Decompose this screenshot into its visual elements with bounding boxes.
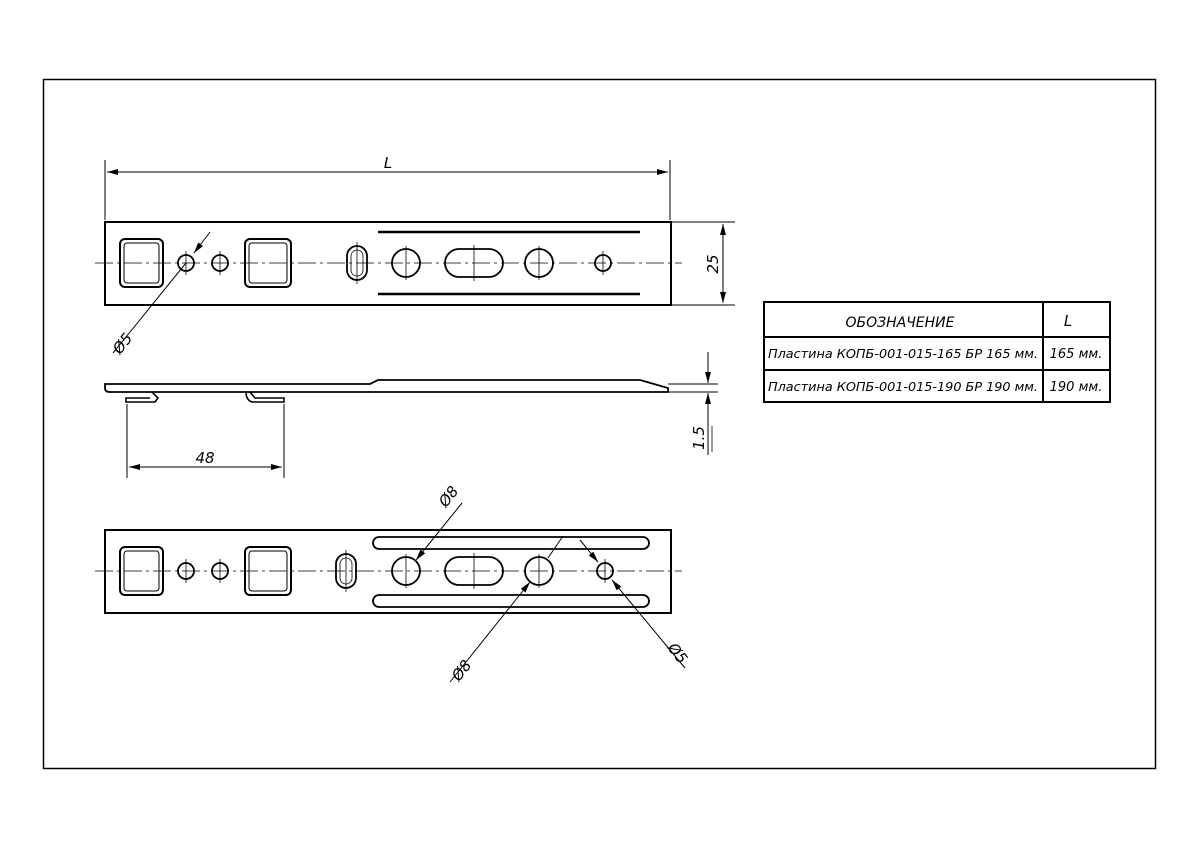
side-view: 48 1.5: [104, 352, 718, 478]
top-view: L Ø5: [95, 154, 735, 358]
table-row-length: 190 мм.: [1050, 380, 1103, 395]
table-header-length: L: [1064, 312, 1072, 330]
spec-table: ОБОЗНАЧЕНИЕ L Пластина КОПБ-001-015-165 …: [763, 301, 1111, 403]
hole-dim-label-top: Ø5: [108, 330, 136, 359]
thickness-label: 1.5: [690, 426, 708, 450]
bottom-view: Ø8 Ø8 Ø5: [95, 483, 691, 686]
hole-dim-label-lower: Ø8: [447, 657, 475, 686]
foot-spacing-label: 48: [195, 449, 214, 467]
table-row-designation: Пластина КОПБ-001-015-165 БР 165 мм.: [768, 347, 1038, 361]
hole-dim-label-upper: Ø8: [434, 483, 462, 512]
hole-dim-label-small: Ø5: [663, 639, 691, 668]
table-header-designation: ОБОЗНАЧЕНИЕ: [845, 315, 954, 331]
length-dim-label: L: [384, 154, 392, 172]
drawing-frame: [42, 78, 1157, 770]
table-row-designation: Пластина КОПБ-001-015-190 БР 190 мм.: [768, 380, 1038, 394]
table-row-length: 165 мм.: [1050, 347, 1103, 362]
width-dim-label: 25: [704, 254, 722, 273]
